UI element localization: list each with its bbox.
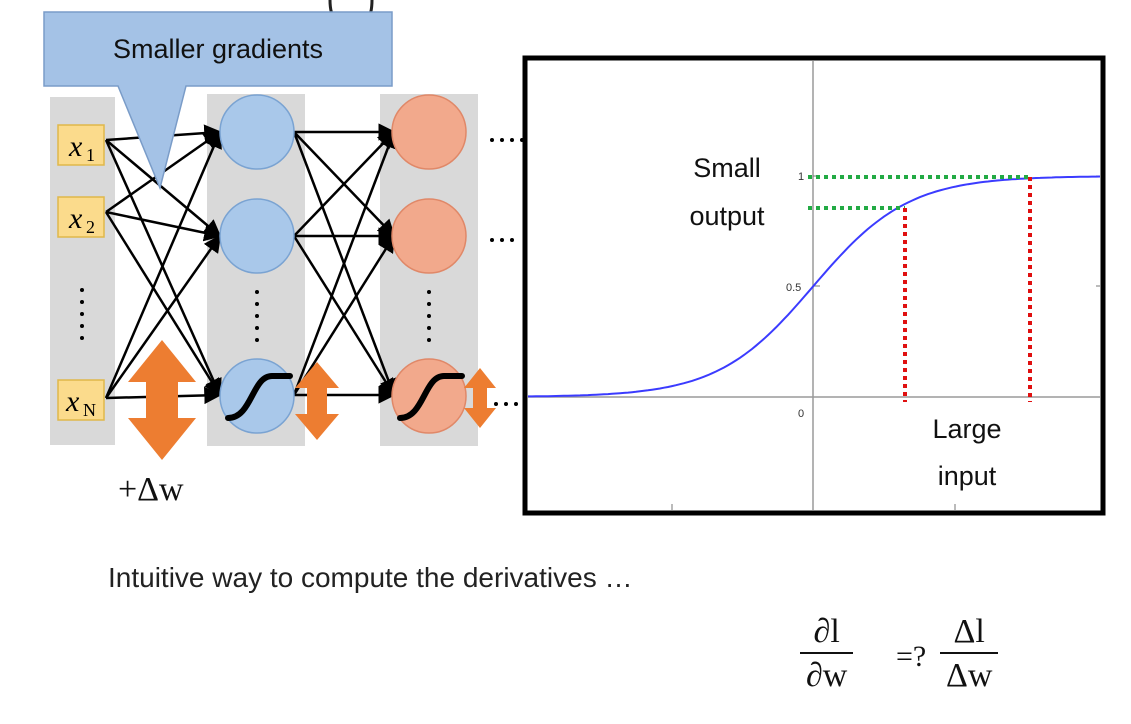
large-input-label-line2: input: [938, 461, 997, 491]
hidden1-neuron-1: [219, 94, 295, 170]
input-node-x1: x 1: [57, 124, 105, 166]
small-output-label-line2: output: [689, 201, 765, 231]
hidden1-neuron-n: [219, 358, 295, 434]
hidden1-neuron-2: [219, 198, 295, 274]
input-node-xN: x N: [57, 379, 105, 421]
finite-difference-fraction: Δl Δw: [940, 612, 999, 698]
layer-continuation-dots: [490, 138, 524, 406]
caption: Intuitive way to compute the derivatives…: [108, 562, 633, 593]
small-gradient-arrow: [464, 368, 496, 428]
svg-text:x: x: [65, 385, 80, 418]
svg-text:2: 2: [86, 217, 95, 237]
partial-numerator: ∂l: [813, 613, 840, 650]
smaller-gradients-callout: Smaller gradients: [43, 11, 393, 191]
hidden2-neuron-2: [391, 198, 467, 274]
derivative-formula: ∂l ∂w =? Δl Δw: [800, 612, 1010, 712]
partial-denominator: ∂w: [806, 657, 848, 694]
approx-equals-question: =?: [896, 640, 927, 673]
large-weight-change-arrow: [128, 340, 196, 460]
hidden2-ellipsis: [427, 290, 431, 342]
delta-w-label: +Δw: [118, 471, 184, 508]
partial-derivative-fraction: ∂l ∂w: [800, 612, 854, 698]
sigmoid-curve: [528, 175, 1101, 398]
small-output-label-line1: Small: [693, 153, 761, 183]
delta-numerator: Δl: [953, 613, 985, 650]
sigmoid-icon-layer1: [225, 373, 293, 421]
svg-text:x: x: [68, 202, 83, 235]
svg-text:1: 1: [86, 145, 95, 165]
input-node-x2: x 2: [57, 196, 105, 238]
hidden1-ellipsis: [255, 290, 259, 342]
callout-label: Smaller gradients: [113, 34, 323, 64]
delta-denominator: Δw: [946, 657, 993, 694]
large-input-label-line1: Large: [932, 414, 1001, 444]
hidden2-neuron-1: [391, 94, 467, 170]
medium-gradient-arrow: [295, 362, 339, 440]
fraction-bar: [940, 652, 999, 654]
svg-text:x: x: [68, 130, 83, 163]
tick-label-one: 1: [798, 171, 804, 183]
fraction-bar: [800, 652, 854, 654]
edges-layer1-to-layer2: [292, 123, 397, 404]
tick-label-zero: 0: [798, 408, 804, 420]
input-ellipsis: [80, 288, 84, 340]
svg-text:N: N: [83, 400, 96, 420]
hidden2-neuron-n: [391, 358, 467, 434]
sigmoid-icon-layer2: [397, 373, 465, 421]
sigmoid-plot: 1 0.5 0 Small output Large input: [522, 55, 1106, 516]
tick-label-half: 0.5: [786, 282, 801, 294]
